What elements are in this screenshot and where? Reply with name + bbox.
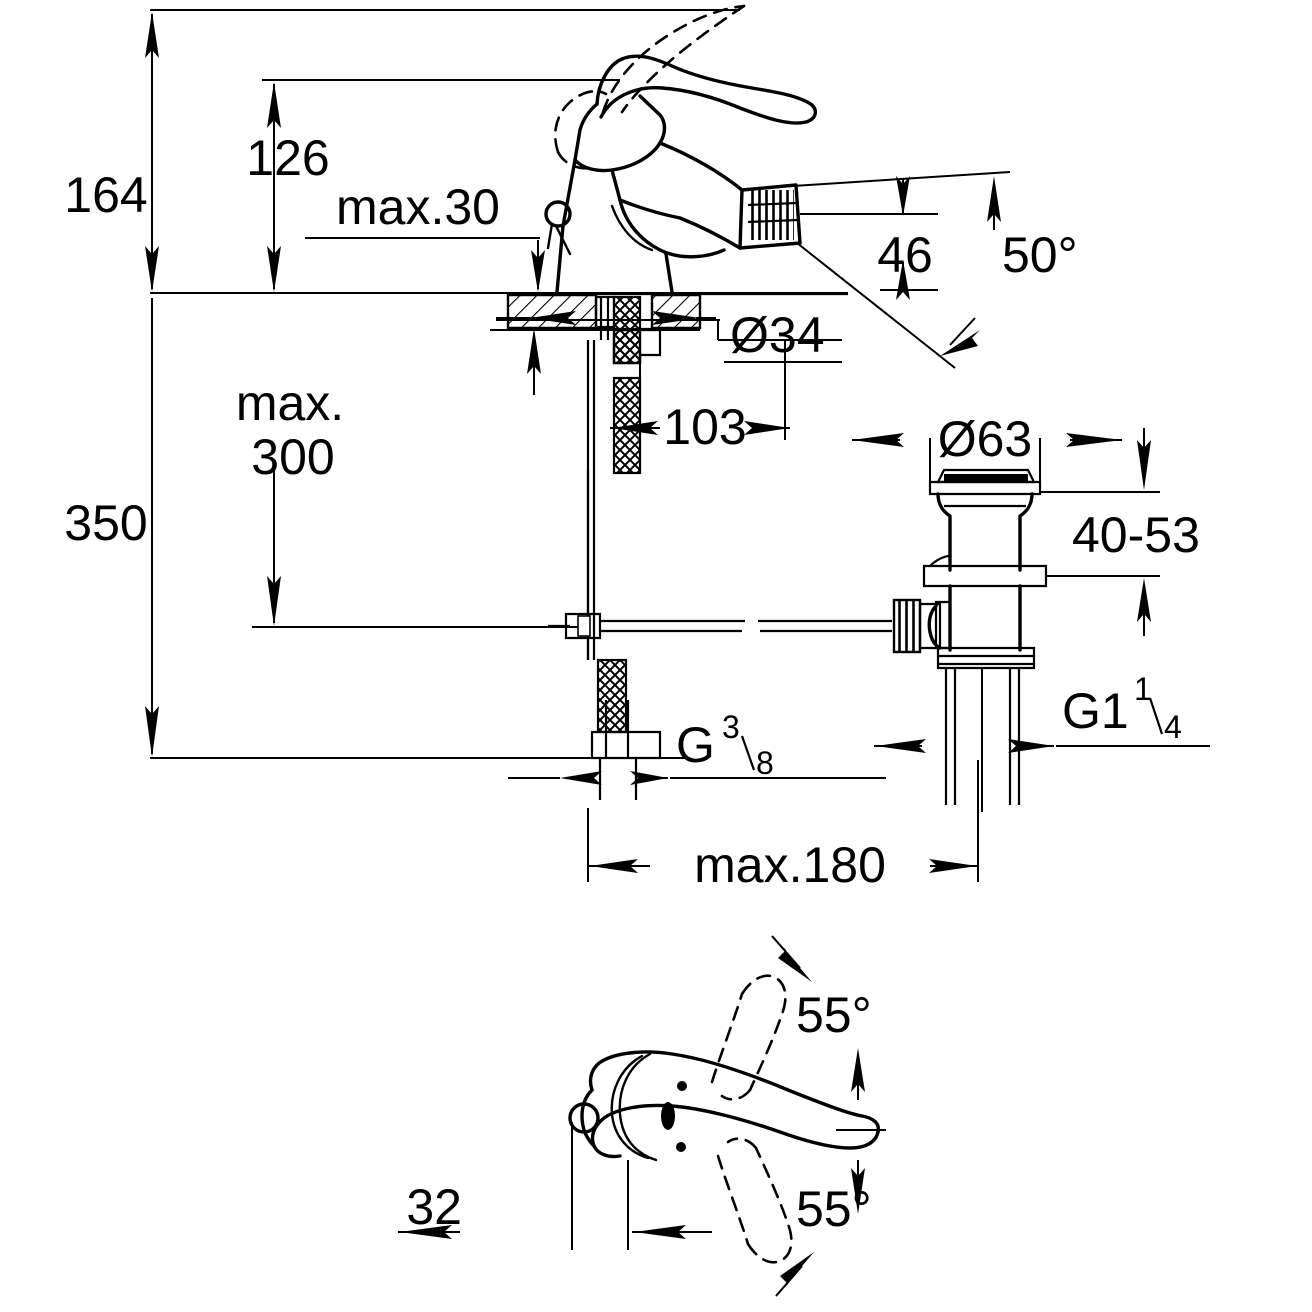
dimension-103-label: 103 [663, 399, 746, 455]
deck-arrow-lower [527, 328, 541, 395]
label-g38-num: 3 [722, 709, 740, 745]
label-g114-den: 4 [1164, 709, 1182, 745]
dimension-40-53: 40-53 [1040, 428, 1200, 636]
label-g114: G1 1 4 [874, 671, 1210, 753]
dimension-164-label: 164 [64, 167, 147, 223]
extension-lines [150, 9, 848, 759]
dimension-103: 103 [610, 330, 790, 455]
dimension-55deg-down: 55° [775, 1160, 872, 1297]
dimension-55deg-up: 55° [771, 935, 872, 1100]
dimension-max30: max.30 [336, 179, 545, 292]
dimension-46: 46 [877, 176, 938, 300]
dimension-max300: max. 300 [236, 375, 344, 626]
dimension-50deg: 50° [940, 176, 1078, 356]
dimension-d34: Ø34 [496, 307, 842, 363]
label-g114-g1: G1 [1062, 683, 1129, 739]
dimension-max30-label: max.30 [336, 179, 500, 235]
dimension-d63: Ø63 [852, 411, 1122, 484]
popup-waste-assembly [922, 468, 1048, 812]
dimension-126: 126 [246, 82, 330, 292]
dimension-max180-label: max.180 [694, 837, 886, 893]
dimension-max300-label-line1: max. [236, 375, 344, 431]
dimension-max300-label-line2: 300 [251, 429, 334, 485]
dimension-32-label: 32 [406, 1179, 462, 1235]
dimension-350: 350 [64, 298, 159, 757]
top-view-handle: 55° 55° 32 [398, 935, 886, 1297]
dimension-40-53-label: 40-53 [1072, 507, 1200, 563]
label-g114-num: 1 [1134, 671, 1152, 707]
dimension-50deg-label: 50° [1002, 227, 1078, 283]
popup-rod-linkage [548, 470, 942, 660]
dimension-350-label: 350 [64, 495, 147, 551]
threaded-shank [586, 295, 662, 800]
side-elevation-view: 164 126 max.30 350 max. 300 [64, 4, 1210, 893]
dimension-126-label: 126 [246, 130, 329, 186]
label-g38-den: 8 [756, 745, 774, 781]
label-g38: G 3 8 [508, 709, 886, 785]
dimension-55deg-up-label: 55° [796, 987, 872, 1043]
dimension-d34-label: Ø34 [730, 307, 825, 363]
dimension-d63-label: Ø63 [938, 411, 1033, 467]
dimension-164: 164 [64, 12, 159, 292]
aerator [738, 183, 802, 250]
dimension-32: 32 [398, 1122, 712, 1250]
faucet-body [544, 4, 1011, 369]
label-g38-g: G [676, 717, 715, 773]
dimension-46-label: 46 [877, 227, 933, 283]
dimension-max180: max.180 [587, 760, 979, 893]
